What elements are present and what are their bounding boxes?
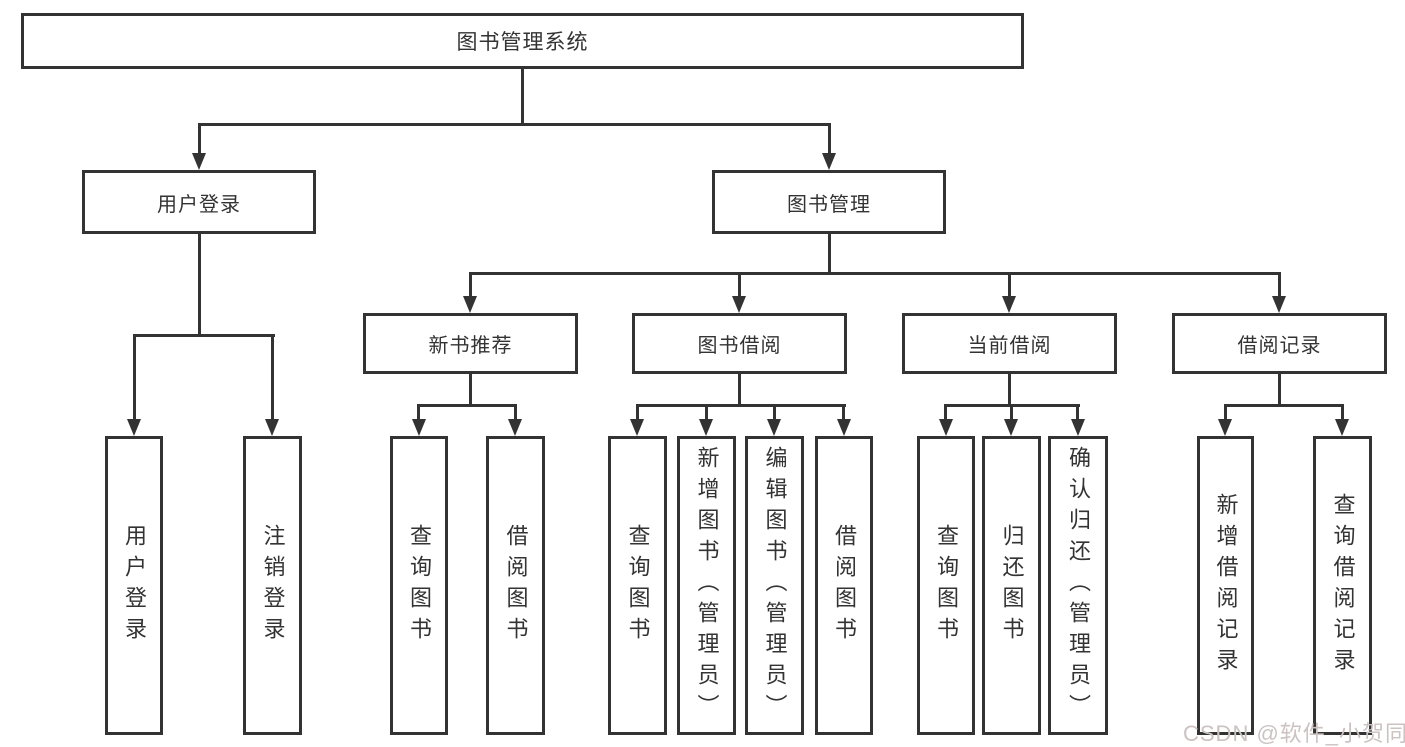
connector-borrow-record-bar: [1224, 404, 1344, 407]
arrowhead-icon: [732, 296, 746, 313]
leaf-add-borrow-record-label: 新增借阅记录: [1213, 492, 1239, 679]
arrowhead-icon: [1272, 296, 1286, 313]
leaf-rec-query-book: 查询图书: [390, 436, 448, 735]
leaf-rec-borrow-book: 借阅图书: [486, 436, 545, 735]
connector-drop: [1224, 404, 1227, 422]
leaf-rec-query-book-label: 查询图书: [407, 523, 432, 648]
arrowhead-icon: [265, 419, 279, 436]
connector-drop-logout: [271, 334, 274, 419]
arrowhead-icon: [1004, 419, 1018, 436]
connector-root-stem: [521, 69, 524, 126]
leaf-add-book-admin-label: 新增图书（管理员）: [694, 446, 720, 725]
leaf-user-login: 用户登录: [105, 436, 163, 735]
connector-level2-bar: [198, 123, 831, 126]
node-book-borrow: 图书借阅: [632, 313, 847, 374]
node-book-borrow-label: 图书借阅: [697, 335, 782, 357]
node-root: 图书管理系统: [21, 13, 1024, 69]
connector-drop-user-login: [198, 123, 201, 156]
node-borrow-record-label: 借阅记录: [1237, 335, 1322, 357]
csdn-watermark: CSDN @软件_小贺同学: [1183, 721, 1405, 746]
connector-drop-new-book-rec: [469, 272, 472, 299]
arrowhead-icon: [837, 419, 851, 436]
arrowhead-icon: [463, 296, 477, 313]
node-new-book-rec: 新书推荐: [363, 313, 578, 374]
connector-drop-current-borrow: [1008, 272, 1011, 299]
leaf-return-book: 归还图书: [982, 436, 1041, 735]
leaf-query-borrow-record-label: 查询借阅记录: [1330, 492, 1356, 679]
connector-new-book-rec-bar: [417, 404, 517, 407]
arrowhead-icon: [699, 419, 713, 436]
connector-book-borrow-stem: [738, 374, 741, 407]
leaf-user-login-label: 用户登录: [122, 523, 147, 648]
connector-drop: [842, 404, 845, 422]
leaf-confirm-return-admin: 确认归还（管理员）: [1048, 436, 1108, 735]
leaf-logout: 注销登录: [243, 436, 302, 735]
arrowhead-icon: [508, 419, 522, 436]
leaf-query-borrow-record: 查询借阅记录: [1313, 436, 1372, 735]
node-borrow-record: 借阅记录: [1172, 313, 1387, 374]
connector-user-login-stem: [198, 234, 201, 337]
connector-book-mgmt-stem: [828, 234, 831, 275]
node-user-login-label: 用户登录: [157, 193, 241, 216]
connector-drop-book-borrow: [738, 272, 741, 299]
connector-drop: [417, 404, 420, 422]
leaf-current-query-book-label: 查询图书: [934, 523, 959, 648]
connector-drop-book-mgmt: [828, 123, 831, 156]
connector-book-borrow-bar: [636, 404, 846, 407]
arrowhead-icon: [822, 153, 836, 170]
connector-drop: [1076, 404, 1079, 422]
node-new-book-rec-label: 新书推荐: [428, 335, 513, 357]
leaf-return-book-label: 归还图书: [999, 523, 1025, 648]
arrowhead-icon: [767, 419, 781, 436]
leaf-edit-book-admin: 编辑图书（管理员）: [745, 436, 804, 735]
arrowhead-icon: [192, 153, 206, 170]
connector-drop: [636, 404, 639, 422]
leaf-rec-borrow-book-label: 借阅图书: [503, 523, 529, 648]
leaf-borrow-query-book-label: 查询图书: [625, 523, 651, 648]
leaf-borrow-borrow-book-label: 借阅图书: [832, 523, 857, 648]
connector-drop: [705, 404, 708, 422]
leaf-edit-book-admin-label: 编辑图书（管理员）: [762, 446, 788, 725]
connector-current-borrow-stem: [1008, 374, 1011, 407]
leaf-logout-label: 注销登录: [260, 523, 286, 648]
arrowhead-icon: [1071, 419, 1085, 436]
node-book-mgmt: 图书管理: [712, 170, 946, 234]
connector-drop: [944, 404, 947, 422]
node-user-login: 用户登录: [82, 170, 316, 234]
connector-new-book-rec-stem: [469, 374, 472, 407]
arrowhead-icon: [630, 419, 644, 436]
leaf-borrow-borrow-book: 借阅图书: [815, 436, 873, 735]
node-book-mgmt-label: 图书管理: [787, 193, 871, 216]
node-current-borrow-label: 当前借阅: [967, 335, 1052, 357]
arrowhead-icon: [127, 419, 141, 436]
node-current-borrow: 当前借阅: [902, 313, 1117, 374]
arrowhead-icon: [412, 419, 426, 436]
connector-drop: [1010, 404, 1013, 422]
connector-drop-login: [133, 334, 136, 419]
connector-drop-borrow-record: [1278, 272, 1281, 299]
connector-level3-bar: [469, 272, 1280, 275]
connector-drop: [1341, 404, 1344, 422]
connector-user-login-bar: [133, 334, 275, 337]
node-root-label: 图书管理系统: [456, 31, 589, 54]
arrowhead-icon: [1002, 296, 1016, 313]
leaf-borrow-query-book: 查询图书: [608, 436, 667, 735]
connector-borrow-record-stem: [1278, 374, 1281, 407]
arrowhead-icon: [1335, 419, 1349, 436]
connector-drop: [773, 404, 776, 422]
arrowhead-icon: [1218, 419, 1232, 436]
connector-drop: [514, 404, 517, 422]
leaf-add-borrow-record: 新增借阅记录: [1197, 436, 1254, 735]
leaf-add-book-admin: 新增图书（管理员）: [677, 436, 736, 735]
leaf-current-query-book: 查询图书: [917, 436, 975, 735]
leaf-confirm-return-admin-label: 确认归还（管理员）: [1066, 446, 1091, 725]
arrowhead-icon: [939, 419, 953, 436]
